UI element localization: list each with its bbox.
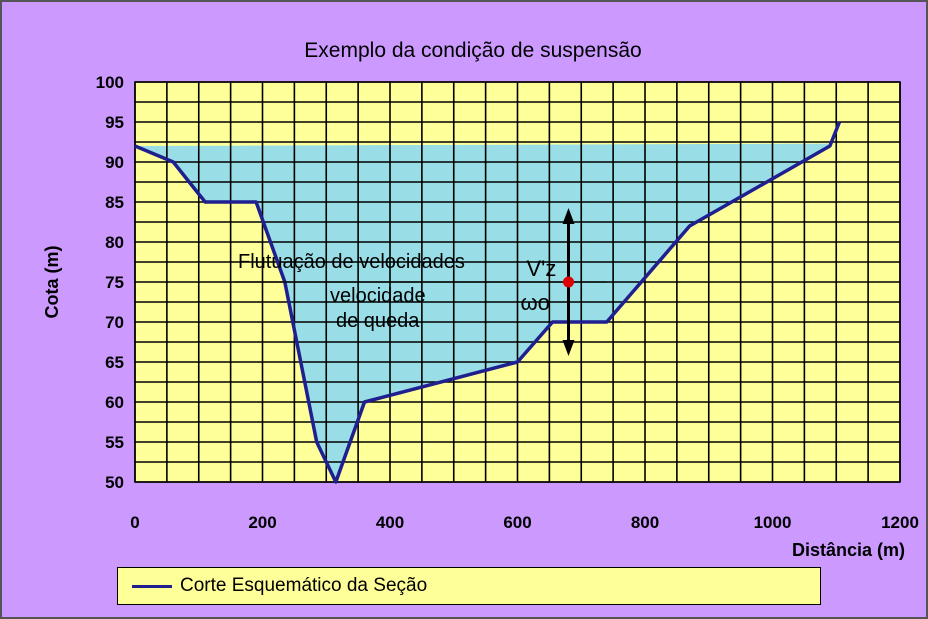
plot-border <box>134 81 901 483</box>
y-tick-label: 90 <box>105 153 124 172</box>
y-tick-label: 65 <box>105 353 124 372</box>
x-axis-title: Distância (m) <box>792 540 905 560</box>
y-tick-label: 80 <box>105 233 124 252</box>
fall-velocity-label-line2: de queda <box>336 310 420 332</box>
y-tick-label: 85 <box>105 193 124 212</box>
y-tick-label: 75 <box>105 273 124 292</box>
particle-point <box>563 276 574 288</box>
omega-symbol: ωo <box>521 290 550 315</box>
x-tick-label: 1000 <box>754 513 792 532</box>
fluctuation-label: Flutuação de velocidades <box>238 251 465 273</box>
arrow-head-up <box>562 208 575 224</box>
fall-velocity-label-line1: velocidade <box>330 285 426 307</box>
x-tick-label: 600 <box>503 513 531 532</box>
y-tick-label: 50 <box>105 473 124 492</box>
y-tick-label: 55 <box>105 433 124 452</box>
x-tick-label: 800 <box>631 513 659 532</box>
y-tick-label: 70 <box>105 313 124 332</box>
section-line <box>134 121 842 484</box>
legend-label: Corte Esquemático da Seção <box>180 575 428 596</box>
x-tick-label: 0 <box>130 513 139 532</box>
y-tick-label: 60 <box>105 393 124 412</box>
y-axis-title: Cota (m) <box>42 246 62 319</box>
y-tick-label: 95 <box>105 113 124 132</box>
arrow-head-down <box>562 340 575 356</box>
chart-title: Exemplo da condição de suspensão <box>304 39 641 62</box>
x-tick-label: 200 <box>248 513 276 532</box>
tick-labels: 0 200 400 600 800 1000 1200 50 55 60 65 70 75 80 85 90 9… <box>96 73 919 532</box>
legend: Corte Esquemático da Seção <box>117 567 821 605</box>
plot-area: 0 200 400 600 800 1000 1200 50 55 60 65 70 75 80 85 90 9… <box>96 73 919 532</box>
x-tick-label: 400 <box>376 513 404 532</box>
vz-symbol: V'z <box>527 256 557 281</box>
legend-line-swatch <box>132 585 172 588</box>
x-tick-label: 1200 <box>881 513 919 532</box>
annotations: Flutuação de velocidades velocidade de que… <box>234 208 607 356</box>
y-tick-label: 100 <box>96 73 124 92</box>
